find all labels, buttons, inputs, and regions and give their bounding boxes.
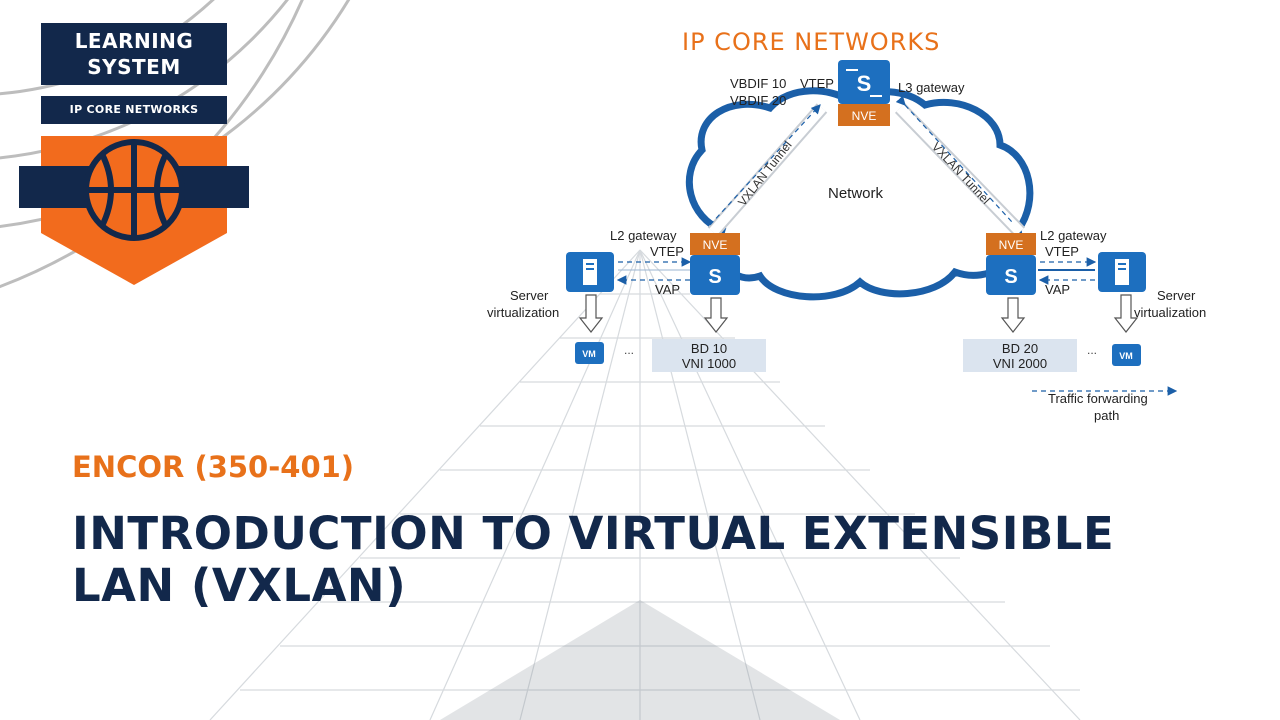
network-cloud [685,87,1034,301]
server-label-right-2: virtualization [1134,305,1206,320]
server-icon-right [1098,252,1146,292]
ellipsis-left: ... [624,343,634,357]
page-title-line-2: LAN (VXLAN) [72,559,407,612]
vtep-label-top: VTEP [800,76,834,91]
nve-label-top: NVE [852,109,877,123]
traffic-legend-line-1: Traffic forwarding [1048,391,1148,406]
diagram-title: IP CORE NETWORKS [682,28,941,56]
vxlan-tunnel-left [707,103,828,237]
server-label-left-1: Server [510,288,549,303]
vap-label-left: VAP [655,282,680,297]
page-title-line-1: INTRODUCTION TO VIRTUAL EXTENSIBLE [72,507,1115,560]
server-label-right-1: Server [1157,288,1196,303]
basketball-shield-icon [19,136,249,285]
logo-learning-system: LEARNING SYSTEM [41,23,227,85]
down-arrows [578,294,1139,333]
traffic-legend: Traffic forwarding path [1032,386,1178,423]
page-title: INTRODUCTION TO VIRTUAL EXTENSIBLE LAN (… [72,508,1222,612]
switch-symbol-left: S [708,266,721,288]
l2-gateway-right: NVE S [986,233,1036,295]
l2-gateway-left: NVE S [690,233,740,295]
vxlan-tunnel-right [894,103,1026,237]
vm-icon-left: VM [575,342,604,364]
vxlan-diagram: VXLAN Tunnel VXLAN Tunnel S NVE VBDIF 10… [487,60,1206,423]
l3-gateway-switch: S NVE [838,60,890,126]
server-label-left-2: virtualization [487,305,559,320]
traffic-legend-line-2: path [1094,408,1119,423]
vm-label-left: VM [582,349,596,359]
logo-line-1: LEARNING [74,29,194,53]
logo-subtitle: IP CORE NETWORKS [41,96,227,124]
l3-gateway-label: L3 gateway [898,80,965,95]
bd-box-left: BD 10 VNI 1000 [652,339,766,372]
vbdif-10-label: VBDIF 10 [730,76,786,91]
l2-gateway-label-left: L2 gateway [610,228,677,243]
nve-label-left: NVE [703,238,728,252]
vtep-label-right: VTEP [1045,244,1079,259]
logo-line-2: SYSTEM [87,55,181,79]
switch-symbol-right: S [1004,266,1017,288]
bd-left-line-1: BD 10 [691,341,727,356]
bd-right-line-1: BD 20 [1002,341,1038,356]
traffic-path-lines [616,95,1097,285]
switch-symbol-top: S [857,71,872,96]
l2-gateway-label-right: L2 gateway [1040,228,1107,243]
vm-icon-right: VM [1112,344,1141,366]
course-code: ENCOR (350-401) [72,450,355,484]
vm-label-right: VM [1119,351,1133,361]
bd-right-line-2: VNI 2000 [993,356,1047,371]
vtep-label-left: VTEP [650,244,684,259]
bd-left-line-2: VNI 1000 [682,356,736,371]
network-label: Network [828,185,884,202]
ellipsis-right: ... [1087,343,1097,357]
vap-label-right: VAP [1045,282,1070,297]
server-icon-left [566,252,614,292]
bd-box-right: BD 20 VNI 2000 [963,339,1077,372]
nve-label-right: NVE [999,238,1024,252]
vbdif-20-label: VBDIF 20 [730,93,786,108]
